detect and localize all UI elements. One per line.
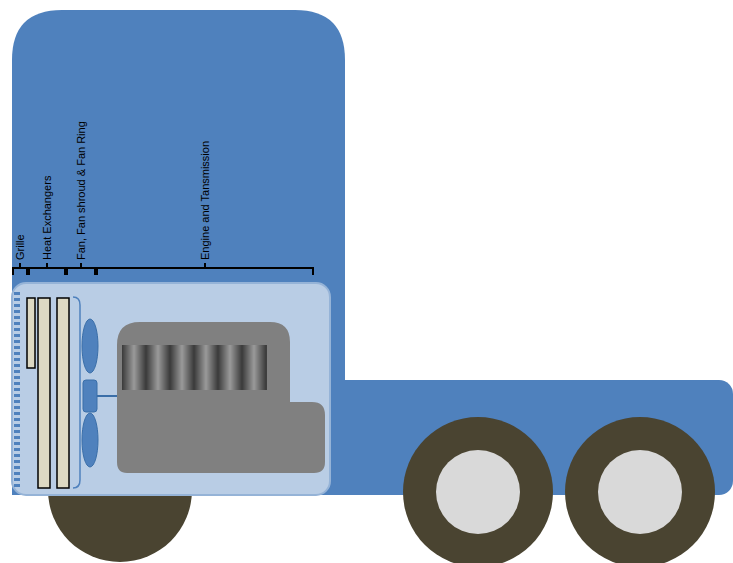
cab bbox=[12, 10, 345, 495]
wheel bbox=[403, 417, 553, 563]
fan-hub bbox=[83, 380, 97, 412]
heat-exchanger bbox=[27, 298, 35, 368]
cylinder-head bbox=[122, 345, 267, 390]
part-label: Heat Exchangers bbox=[41, 176, 54, 260]
part-label: Engine and Tansmission bbox=[199, 141, 212, 260]
fan-shroud bbox=[73, 297, 80, 488]
part-label: Grille bbox=[14, 234, 27, 260]
heat-exchanger bbox=[57, 298, 69, 488]
fan-shaft bbox=[97, 395, 117, 397]
bracket bbox=[13, 263, 313, 275]
wheel bbox=[565, 417, 715, 563]
wheel-hub bbox=[598, 450, 682, 534]
engine bbox=[117, 322, 325, 473]
part-label: Fan, Fan shroud & Fan Ring bbox=[75, 121, 88, 260]
fan-blade bbox=[82, 413, 98, 467]
heat-exchanger bbox=[38, 298, 50, 488]
engine-compartment bbox=[12, 283, 330, 495]
wheel-hub bbox=[436, 450, 520, 534]
grille bbox=[14, 292, 20, 488]
fan-blade bbox=[82, 319, 98, 373]
